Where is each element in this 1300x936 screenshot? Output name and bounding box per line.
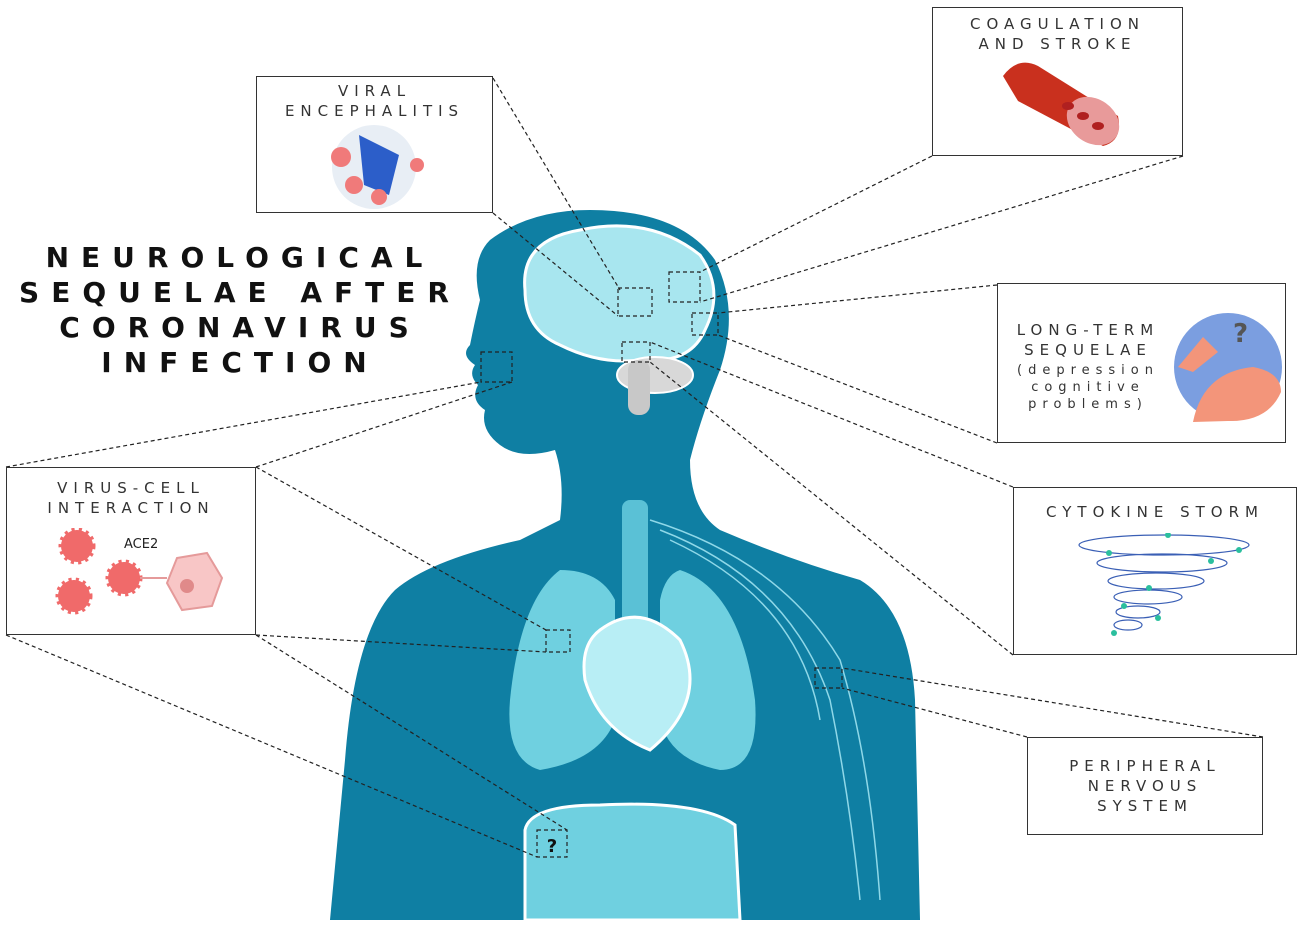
connector-lines — [5, 77, 1264, 858]
peripheral-nervous-system-box: PERIPHERAL NERVOUS SYSTEM — [1027, 737, 1263, 835]
box-detail: problems) — [1028, 397, 1148, 412]
arm-nerves — [649, 519, 881, 901]
title-line: NEUROLOGICAL — [45, 241, 435, 274]
title-line: CORONAVIRUS — [59, 311, 421, 344]
brainstem — [628, 360, 650, 415]
ace2-label: ACE2 — [124, 537, 159, 552]
coagulation-box: COAGULATION AND STROKE — [932, 7, 1183, 156]
brain — [523, 224, 716, 363]
box-label: PERIPHERAL — [1069, 757, 1221, 775]
box-label: VIRUS-CELL — [57, 479, 205, 497]
blood-vessel-icon — [1003, 62, 1120, 146]
virus-cell-icon — [55, 528, 224, 615]
viral-encephalitis-box: VIRAL ENCEPHALITIS — [256, 76, 493, 213]
box-label: INTERACTION — [47, 499, 215, 517]
trachea — [622, 500, 648, 630]
tornado-icon — [1078, 533, 1250, 636]
intestines — [523, 802, 742, 922]
heart — [582, 615, 692, 752]
box-label: AND STROKE — [978, 35, 1137, 53]
box-label: SEQUELAE — [1024, 341, 1152, 359]
box-label: ENCEPHALITIS — [284, 102, 465, 120]
box-label: SYSTEM — [1097, 797, 1193, 815]
long-term-sequelae-box: LONG-TERM SEQUELAE (depression cognitive… — [997, 283, 1286, 443]
page-title: NEUROLOGICAL SEQUELAE AFTER CORONAVIRUS … — [10, 240, 470, 380]
box-label: CYTOKINE STORM — [1046, 503, 1264, 521]
svg-text:?: ? — [1233, 319, 1248, 349]
neuron-virus-icon — [331, 125, 424, 209]
box-label: NERVOUS — [1087, 777, 1203, 795]
box-label: VIRAL — [337, 82, 412, 100]
cytokine-storm-box: CYTOKINE STORM — [1013, 487, 1297, 655]
left-lung — [509, 570, 615, 770]
right-lung — [660, 570, 756, 770]
box-detail: cognitive — [1031, 380, 1145, 395]
gut-question-mark: ? — [547, 836, 557, 857]
box-label: COAGULATION — [969, 15, 1146, 33]
title-line: INFECTION — [101, 346, 379, 379]
title-line: SEQUELAE AFTER — [19, 276, 461, 309]
box-detail: (depression — [1017, 363, 1159, 378]
depression-icon: ? — [1174, 313, 1282, 422]
box-label: LONG-TERM — [1016, 321, 1160, 339]
virus-cell-interaction-box: VIRUS-CELL INTERACTION ACE2 — [6, 467, 256, 635]
